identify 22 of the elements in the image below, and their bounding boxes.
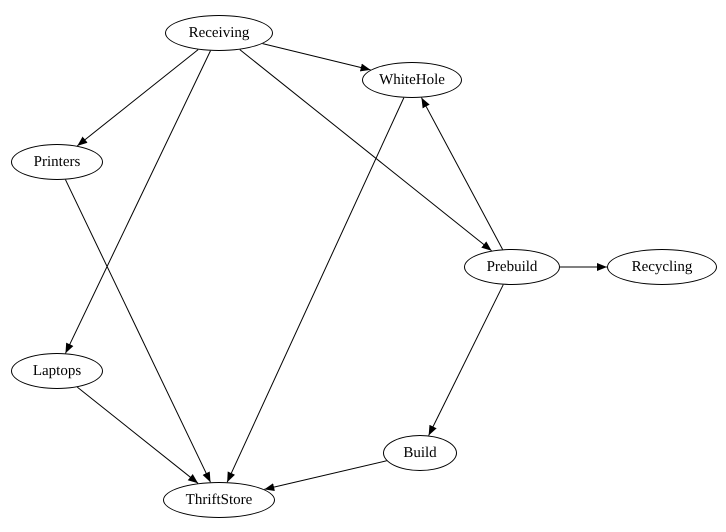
arrow — [226, 97, 404, 483]
arrow — [76, 49, 199, 146]
arrow — [428, 284, 504, 436]
node-label: Build — [403, 444, 437, 462]
node-label: Receiving — [188, 24, 250, 42]
arrow — [560, 263, 608, 271]
node-label: ThriftStore — [186, 492, 252, 508]
node-label: Printers — [34, 154, 80, 170]
arrow — [76, 386, 199, 484]
arrow — [420, 97, 504, 250]
arrow — [262, 43, 372, 72]
node-label: Recycling — [632, 258, 692, 276]
arrow — [64, 50, 211, 354]
ellipse-node — [163, 482, 275, 518]
node-label: Laptops — [32, 362, 82, 380]
node-label: WhiteHole — [379, 72, 445, 88]
arrow — [64, 179, 211, 483]
ellipse-node — [383, 435, 457, 471]
ellipse-node — [362, 62, 462, 98]
node-label: Prebuild — [486, 258, 538, 276]
arrow — [239, 49, 492, 252]
arrow — [264, 460, 388, 492]
